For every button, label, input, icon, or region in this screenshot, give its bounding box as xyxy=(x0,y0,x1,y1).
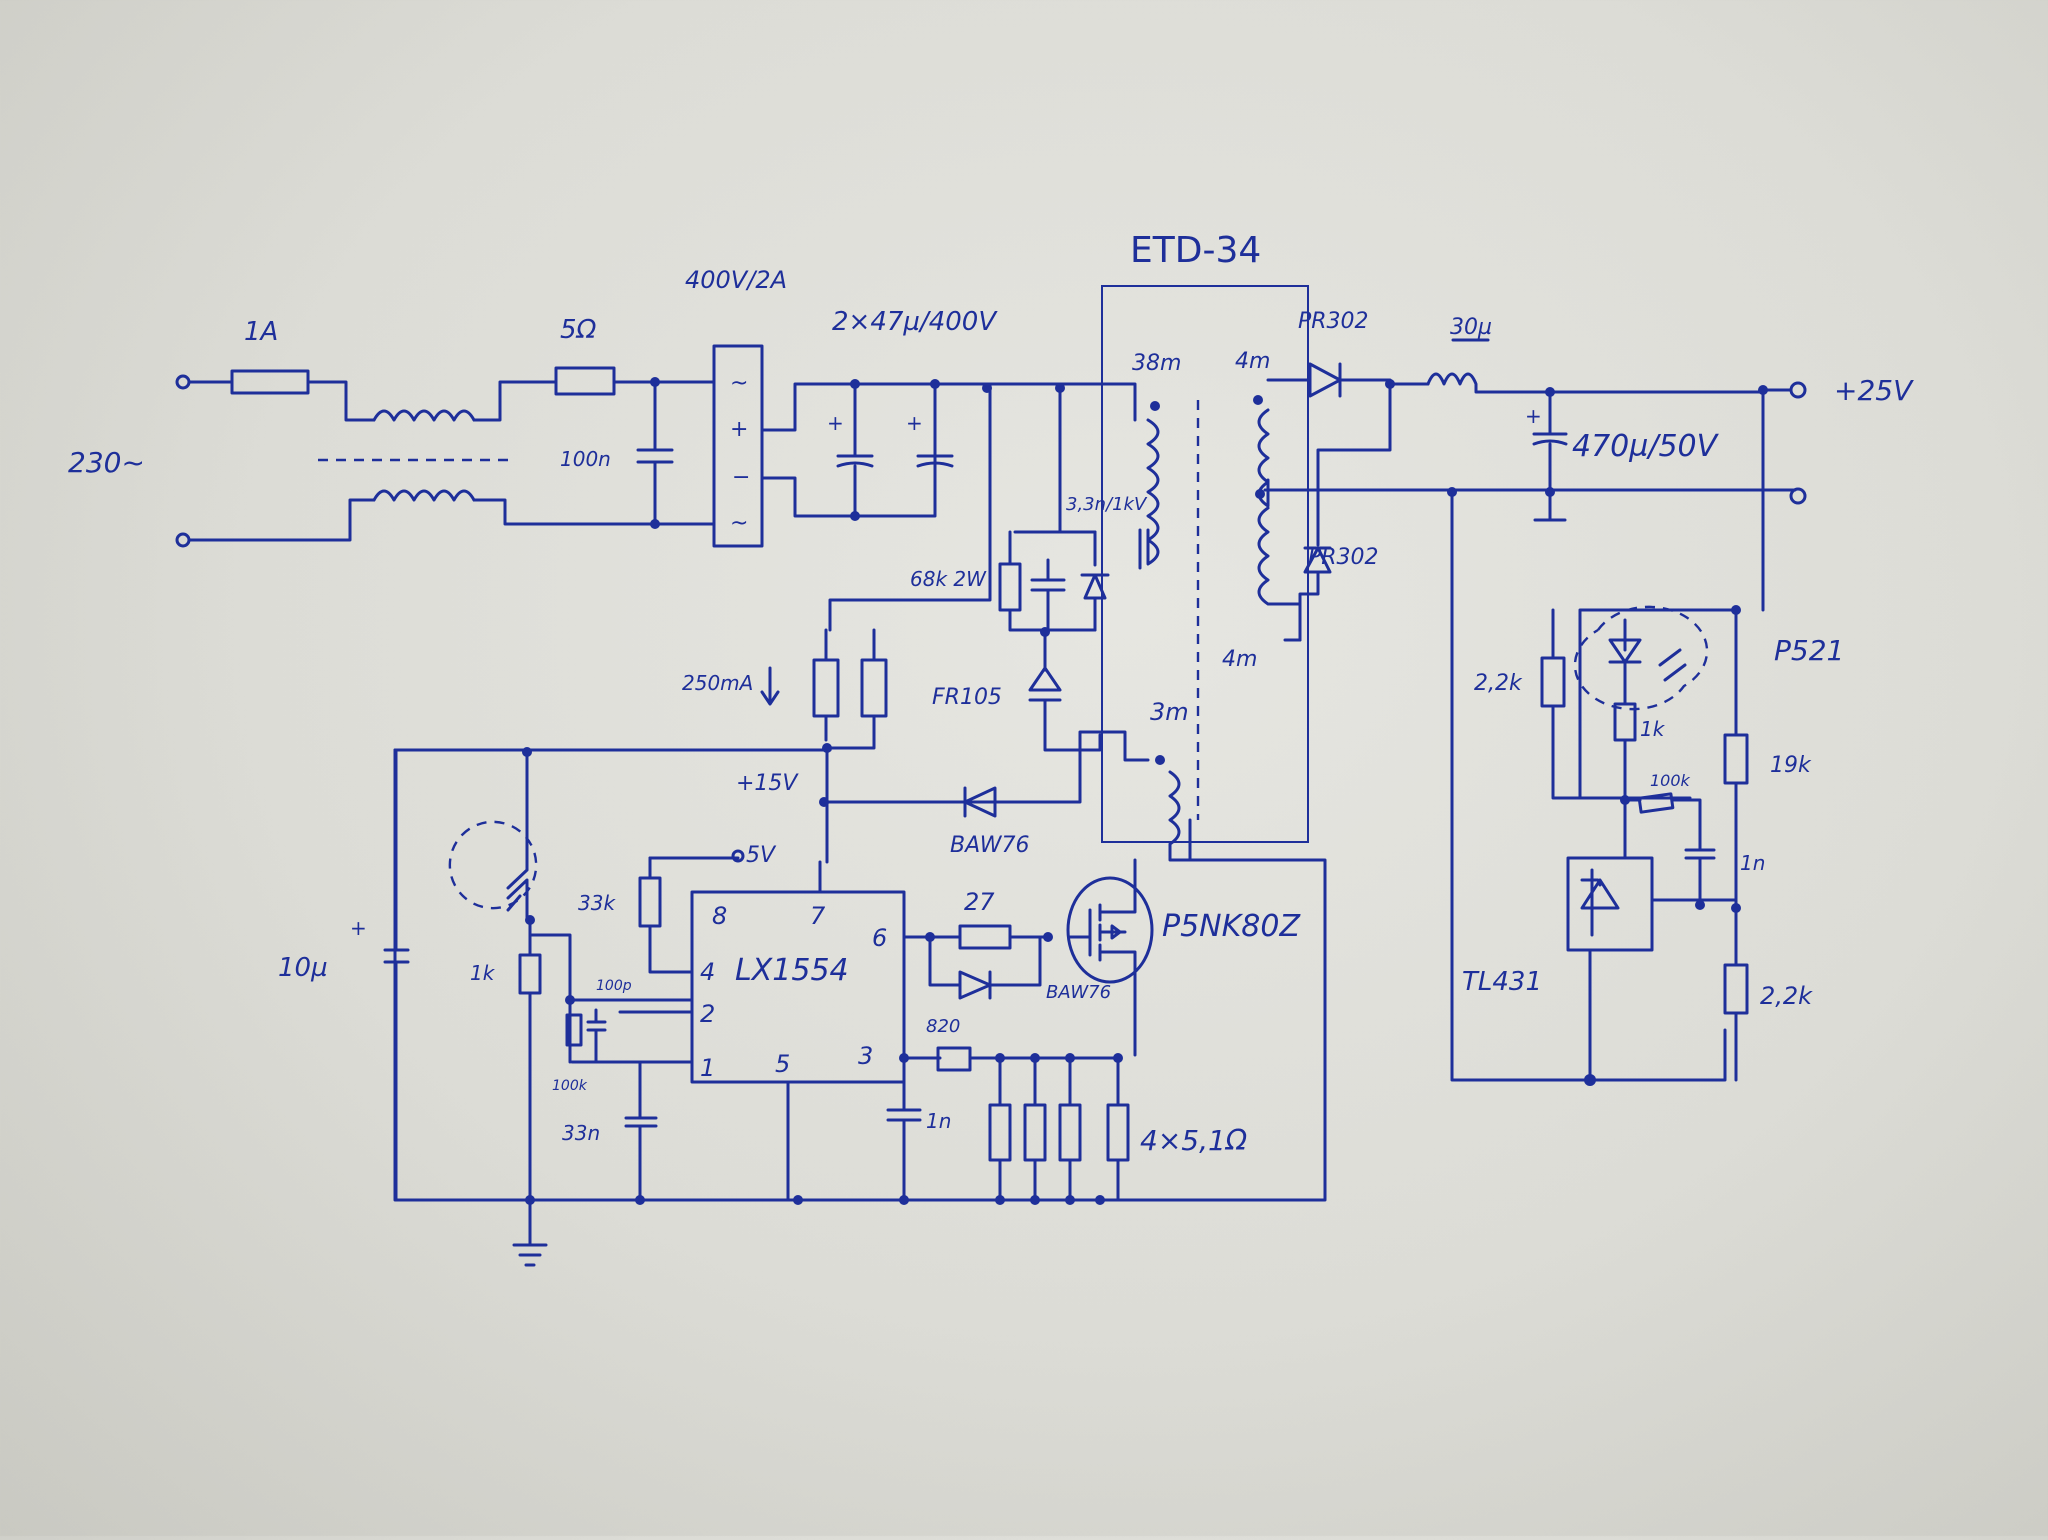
gate-drive xyxy=(902,858,1154,1057)
diode1-label: PR302 xyxy=(1298,309,1369,334)
fuse-label: 1A xyxy=(244,317,278,347)
diode2-label: PR302 xyxy=(1308,545,1379,570)
r1k-label: 1k xyxy=(470,961,496,985)
r2k2-bot-label: 2,2k xyxy=(1760,982,1813,1010)
out-choke-label: 30µ xyxy=(1450,315,1492,340)
svg-text:+: + xyxy=(1525,404,1542,428)
svg-text:+: + xyxy=(730,417,748,442)
mains-input xyxy=(175,366,674,548)
secondary-side: + xyxy=(1253,338,1807,642)
pin3-label: 3 xyxy=(858,1042,873,1070)
vref-label: 5V xyxy=(746,843,777,868)
v15-label: +15V xyxy=(736,771,799,796)
sec-winding-top-label: 4m xyxy=(1235,349,1270,374)
current-sense xyxy=(886,1046,1130,1205)
r820-label: 820 xyxy=(926,1016,960,1037)
c10u-label: 10µ xyxy=(278,953,328,983)
out-cap-label: 470µ/50V xyxy=(1572,429,1720,464)
r1k-led-label: 1k xyxy=(1640,717,1666,741)
c1n-fb-label: 1n xyxy=(1740,851,1765,875)
pin8-label: 8 xyxy=(712,902,727,930)
primary-side xyxy=(988,285,1309,843)
sec-winding-bot-label: 4m xyxy=(1222,647,1257,672)
transformer-label: ETD-34 xyxy=(1130,230,1261,271)
svg-text:~: ~ xyxy=(730,371,748,396)
r33k-label: 33k xyxy=(578,891,616,915)
aux-winding-label: 3m xyxy=(1150,698,1189,726)
startup-current-label: 250mA xyxy=(682,671,753,695)
feedback-network xyxy=(1450,490,1749,1086)
svg-text:−: − xyxy=(732,465,750,490)
x-cap-label: 100n xyxy=(560,447,611,471)
svg-text:+: + xyxy=(827,411,844,435)
rectifier-label: 400V/2A xyxy=(685,266,787,294)
out-voltage-label: +25V xyxy=(1834,374,1914,407)
pin1-label: 1 xyxy=(700,1054,715,1082)
snubber-cap-label: 3,3n/1kV xyxy=(1066,494,1148,515)
r100k-label: 100k xyxy=(552,1078,588,1094)
gate-res-label: 27 xyxy=(964,888,995,916)
c33n-label: 33n xyxy=(562,1121,600,1145)
r2k2-led-label: 2,2k xyxy=(1474,671,1523,696)
r19k-label: 19k xyxy=(1770,753,1812,778)
pin7-label: 7 xyxy=(810,902,826,930)
r100k-fb-label: 100k xyxy=(1650,771,1691,790)
ntc-label: 5Ω xyxy=(560,315,597,345)
aux-diode-label: BAW76 xyxy=(950,833,1030,858)
c100p-label: 100p xyxy=(596,978,632,994)
ic-label: LX1554 xyxy=(735,953,849,988)
startup-res-label: 68k 2W xyxy=(910,567,987,591)
prim-winding-label: 38m xyxy=(1132,351,1181,376)
svg-text:~: ~ xyxy=(730,511,748,536)
pin4-label: 4 xyxy=(700,958,715,986)
bridge-rectifier: ~ + − ~ + + xyxy=(658,344,1065,548)
mains-label: 230~ xyxy=(68,446,145,479)
controller-area: + xyxy=(350,748,1102,1267)
opto-label: P521 xyxy=(1774,634,1844,667)
sense-res-label: 4×5,1Ω xyxy=(1140,1124,1248,1157)
gate-diode-label: BAW76 xyxy=(1046,982,1111,1003)
pin2-label: 2 xyxy=(700,1000,715,1028)
startup-aux xyxy=(393,382,1327,1202)
svg-text:+: + xyxy=(350,916,367,940)
tl431-label: TL431 xyxy=(1462,967,1542,997)
component-labels: 1A 230~ 5Ω 400V/2A 2×47µ/400V 100n ETD-3… xyxy=(68,230,1914,1157)
pin5-label: 5 xyxy=(775,1050,790,1078)
c1n-cs-label: 1n xyxy=(926,1109,951,1133)
mosfet-label: P5NK80Z xyxy=(1162,909,1301,944)
snubber-diode-label: FR105 xyxy=(932,685,1002,710)
svg-text:+: + xyxy=(906,411,923,435)
pin6-label: 6 xyxy=(872,924,887,952)
bulk-caps-label: 2×47µ/400V xyxy=(832,307,998,337)
